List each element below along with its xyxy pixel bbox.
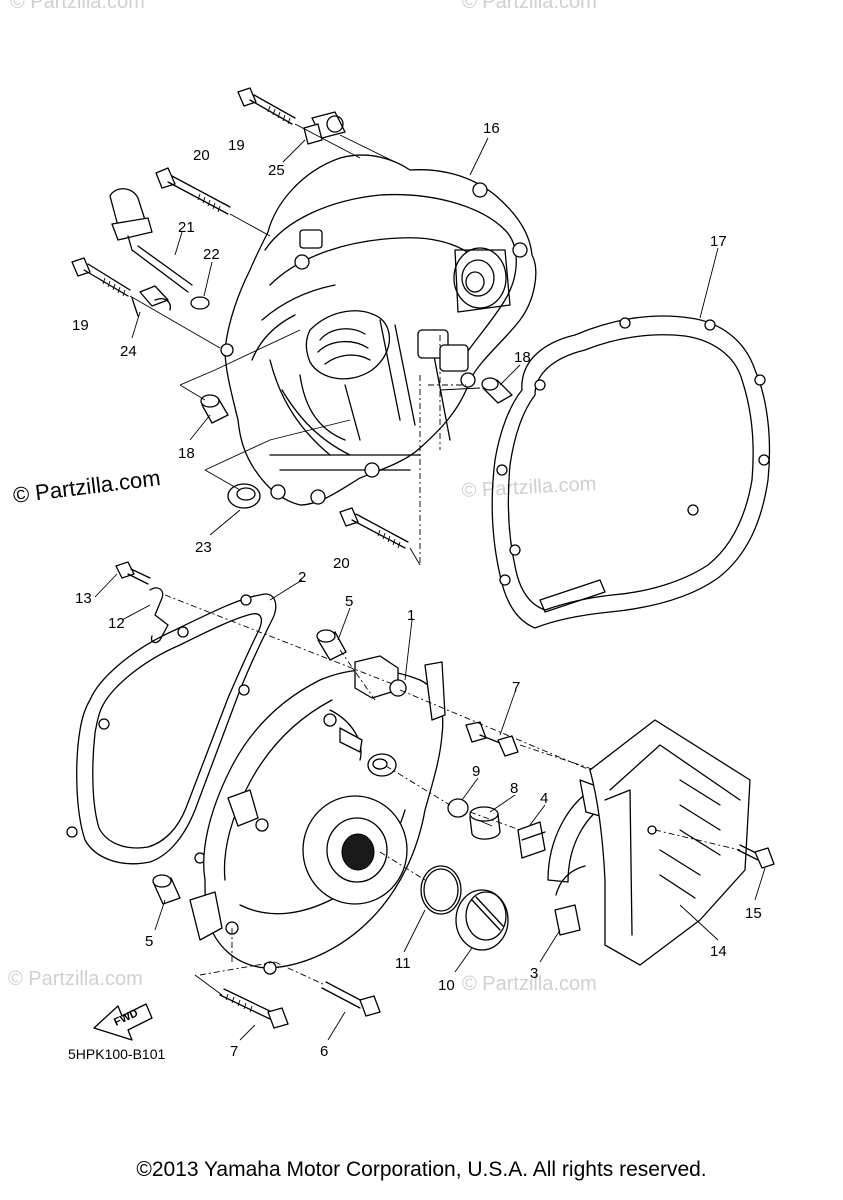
part-15-bolt [737,844,775,869]
watermark-bottom-left: © Partzilla.com [8,968,143,990]
callout-7-upper: 7 [512,679,520,696]
callout-19-top: 19 [228,137,245,154]
part-17-gasket [491,315,771,629]
part-6-bolt [321,981,381,1017]
callout-labels: 16 17 18 18 23 19 19 20 20 21 22 24 25 2… [72,120,762,1060]
callout-19-mid: 19 [72,317,89,334]
part-1-crankcase-cover [189,655,446,975]
callout-13: 13 [75,590,92,607]
lower-assembly-lines [164,594,741,996]
part-7-bolt-upper [465,721,519,757]
callout-15: 15 [745,905,762,922]
diagram-code: 5HPK100-B101 [68,1046,166,1062]
part-4-damper [517,821,546,859]
callout-16: 16 [483,120,500,137]
part-13-screw [115,561,151,585]
callout-18-left: 18 [178,445,195,462]
callout-leaders [94,137,766,1041]
part-16-crankcase-cover [220,154,537,506]
part-24-clamp [131,285,171,317]
watermark-top-right: © Partzilla.com [462,0,597,13]
callout-1: 1 [407,607,415,624]
part-19-bolt-mid [71,257,131,297]
watermark-mid-right: © Partzilla.com [461,473,597,502]
part-22-o-ring [190,296,210,310]
callout-4: 4 [540,790,548,807]
part-8-plug [469,806,501,840]
callout-21: 21 [178,219,195,236]
callout-7-lower: 7 [230,1043,238,1060]
callout-6: 6 [320,1043,328,1060]
part-12-clip [149,587,169,644]
callout-17: 17 [710,233,727,250]
callout-12: 12 [108,615,125,632]
callout-10: 10 [438,977,455,994]
callout-5-lower: 5 [145,933,153,950]
part-20-bolt-lower [339,507,409,549]
part-5-dowel-lower [152,874,181,905]
part-23-oil-seal [227,483,261,509]
callout-9: 9 [472,763,480,780]
part-7-bolt-lower [219,988,289,1029]
part-9-o-ring [447,798,469,818]
part-10-cap [455,889,509,951]
upper-assembly-lines [129,123,481,566]
callout-22: 22 [203,246,220,263]
part-20-bolt-upper [155,167,231,215]
part-25-clamp [303,111,346,145]
callout-20-lower: 20 [333,555,350,572]
part-5-dowel-upper [316,629,347,661]
part-18-dowel-upper [200,377,513,424]
part-19-bolt-top [237,87,296,125]
callout-14: 14 [710,943,727,960]
part-14-sprocket-cover [589,719,751,966]
callout-25: 25 [268,162,285,179]
callout-5-upper: 5 [345,593,353,610]
copyright-notice: ©2013 Yamaha Motor Corporation, U.S.A. A… [136,1158,707,1181]
callout-8: 8 [510,780,518,797]
part-11-o-ring [420,865,462,915]
fwd-arrow-icon: FWD [93,1003,153,1041]
part-21-dipstick [109,188,193,293]
callout-20-upper: 20 [193,147,210,164]
watermark-top-left: © Partzilla.com [10,0,145,13]
callout-23: 23 [195,539,212,556]
callout-2: 2 [298,569,306,586]
watermark-main: © Partzilla.com [12,465,162,508]
callout-24: 24 [120,343,137,360]
callout-11: 11 [395,955,411,972]
callout-3: 3 [530,965,538,982]
callout-18-right: 18 [514,349,531,366]
watermark-bottom-right: © Partzilla.com [462,973,597,995]
